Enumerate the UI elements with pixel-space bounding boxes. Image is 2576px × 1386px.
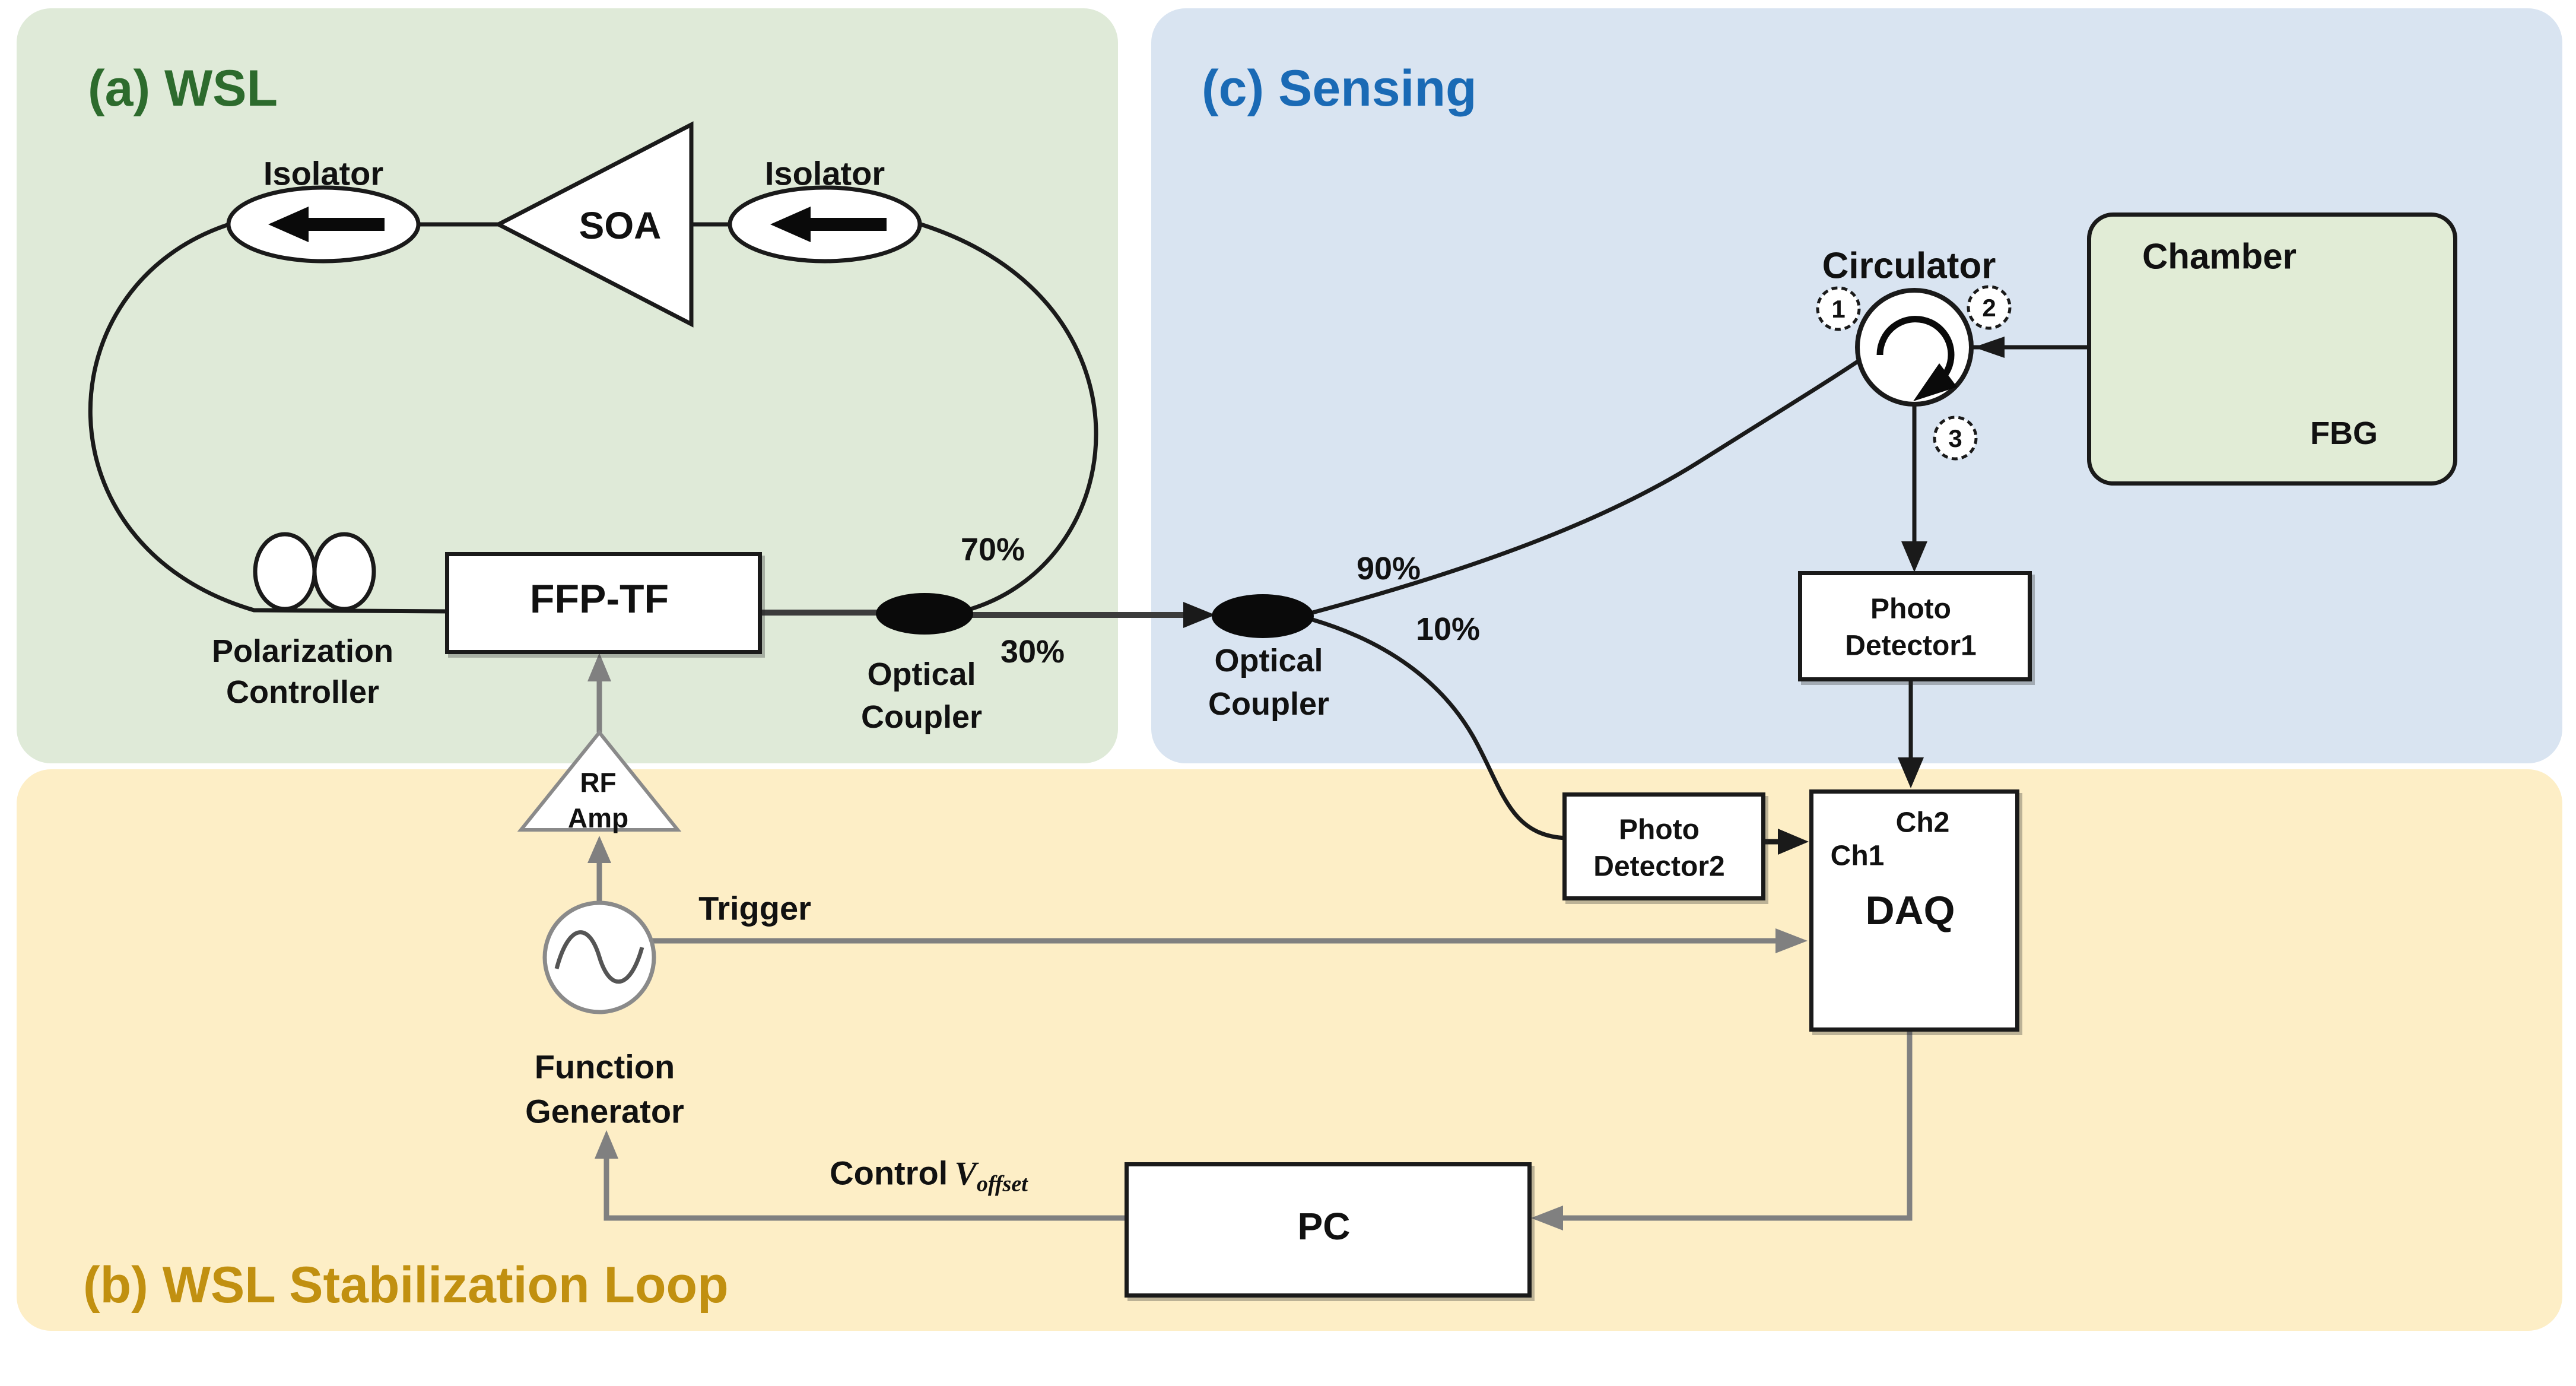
- daq-ch2-label: Ch2: [1895, 807, 1950, 839]
- daq-box: [1809, 789, 2019, 1032]
- daq-ch1-label: Ch1: [1830, 840, 1885, 872]
- circulator-rotation-arrow: [1876, 316, 1955, 385]
- wire-control-voffset: [603, 1156, 1125, 1221]
- optical-coupler2-label-line1: Optical: [1214, 643, 1323, 678]
- arrowhead-into-ffptf: [587, 653, 611, 681]
- isolator-left-arrow-icon: [268, 207, 309, 242]
- arrowhead-into-daq-ch2: [1898, 757, 1924, 788]
- fiber-10pct-to-pd2: [1312, 617, 1567, 841]
- chamber-label: Chamber: [2142, 236, 2297, 277]
- control-prefix: Control: [830, 1154, 948, 1192]
- rf-amp-label-line1: RF: [580, 767, 617, 798]
- soa-label: SOA: [579, 204, 662, 247]
- optical-coupler2-symbol: [1212, 594, 1314, 638]
- photo-detector2-label-line2: Detector2: [1593, 851, 1725, 883]
- rf-amp-label-line2: Amp: [567, 803, 629, 833]
- function-generator-label-line2: Generator: [525, 1092, 684, 1130]
- circulator-port3-number: 3: [1948, 424, 1962, 452]
- control-subscript: offset: [976, 1171, 1028, 1197]
- polarization-controller-label-line2: Controller: [225, 674, 380, 710]
- function-generator-label-line1: Function: [534, 1048, 675, 1086]
- sine-wave-icon: [554, 930, 644, 984]
- wire-daq-to-pc: [1538, 1025, 1913, 1221]
- pc-label: PC: [1297, 1205, 1351, 1248]
- isolator-right-label: Isolator: [764, 154, 885, 192]
- isolator-left-label: Isolator: [263, 154, 384, 192]
- panel-sensing-title: (c) Sensing: [1202, 60, 1477, 117]
- arrowhead-into-daq-ch1: [1778, 829, 1809, 855]
- photo-detector1-label-line1: Photo: [1870, 593, 1951, 625]
- fiber-90pct-to-circulator: [1312, 359, 1860, 615]
- optical-coupler1-label-line1: Optical: [867, 656, 976, 692]
- split-90-label: 90%: [1356, 551, 1421, 586]
- circulator-port2-number: 2: [1982, 294, 1996, 322]
- optical-coupler1-symbol: [876, 593, 973, 635]
- ffp-tf-box: [445, 552, 762, 654]
- pc-box: [1125, 1162, 1532, 1298]
- panel-stabilization-title: (b) WSL Stabilization Loop: [83, 1257, 729, 1314]
- circulator-port2-circle: [1967, 285, 2012, 330]
- photo-detector1-box: [1798, 571, 2032, 681]
- photo-detector2-label-line1: Photo: [1619, 814, 1700, 846]
- control-voffset-label: Control Voffset: [830, 1153, 1028, 1197]
- chamber-box: [2087, 213, 2457, 486]
- fiber-70pct-loop: [920, 222, 1098, 611]
- circulator-port3-circle: [1933, 416, 1978, 461]
- circulator-label: Circulator: [1822, 245, 1996, 287]
- circulator-port1-circle: [1816, 286, 1861, 331]
- rf-amp-symbol: [517, 730, 682, 832]
- trigger-label: Trigger: [698, 889, 811, 927]
- optical-coupler2-label-line2: Coupler: [1208, 686, 1330, 722]
- optical-coupler1-label-line2: Coupler: [860, 699, 983, 735]
- control-variable: V: [954, 1155, 977, 1192]
- arrowhead-into-coupler2: [1183, 602, 1215, 628]
- polarization-controller-loop2: [312, 532, 376, 611]
- arrowhead-into-fg: [595, 1130, 618, 1159]
- split-70-label: 70%: [960, 532, 1025, 567]
- polarization-controller-loop1: [253, 532, 317, 611]
- fiber-left-loop: [88, 222, 450, 614]
- circulator-arrowhead-icon: [1913, 363, 1957, 401]
- arrowhead-into-pc: [1531, 1206, 1563, 1230]
- arrowhead-into-circulator-port2: [1974, 337, 2005, 358]
- circulator-port1-number: 1: [1831, 295, 1846, 323]
- isolator-right-arrow-icon: [770, 207, 811, 242]
- photo-detector2-box: [1562, 792, 1765, 900]
- ffp-tf-label: FFP-TF: [529, 576, 669, 621]
- photo-detector1-label-line2: Detector1: [1845, 630, 1977, 662]
- arrowhead-trigger-into-daq: [1775, 928, 1808, 953]
- daq-label: DAQ: [1865, 888, 1955, 933]
- fbg-label: FBG: [2310, 416, 2378, 451]
- arrowhead-into-rfamp: [587, 836, 611, 863]
- split-10-label: 10%: [1415, 611, 1481, 647]
- panel-wsl-title: (a) WSL: [88, 60, 278, 117]
- soa-symbol: [494, 121, 694, 328]
- split-30-label: 30%: [1000, 634, 1065, 670]
- polarization-controller-label-line1: Polarization: [211, 633, 394, 669]
- arrowhead-into-pd1: [1901, 541, 1927, 572]
